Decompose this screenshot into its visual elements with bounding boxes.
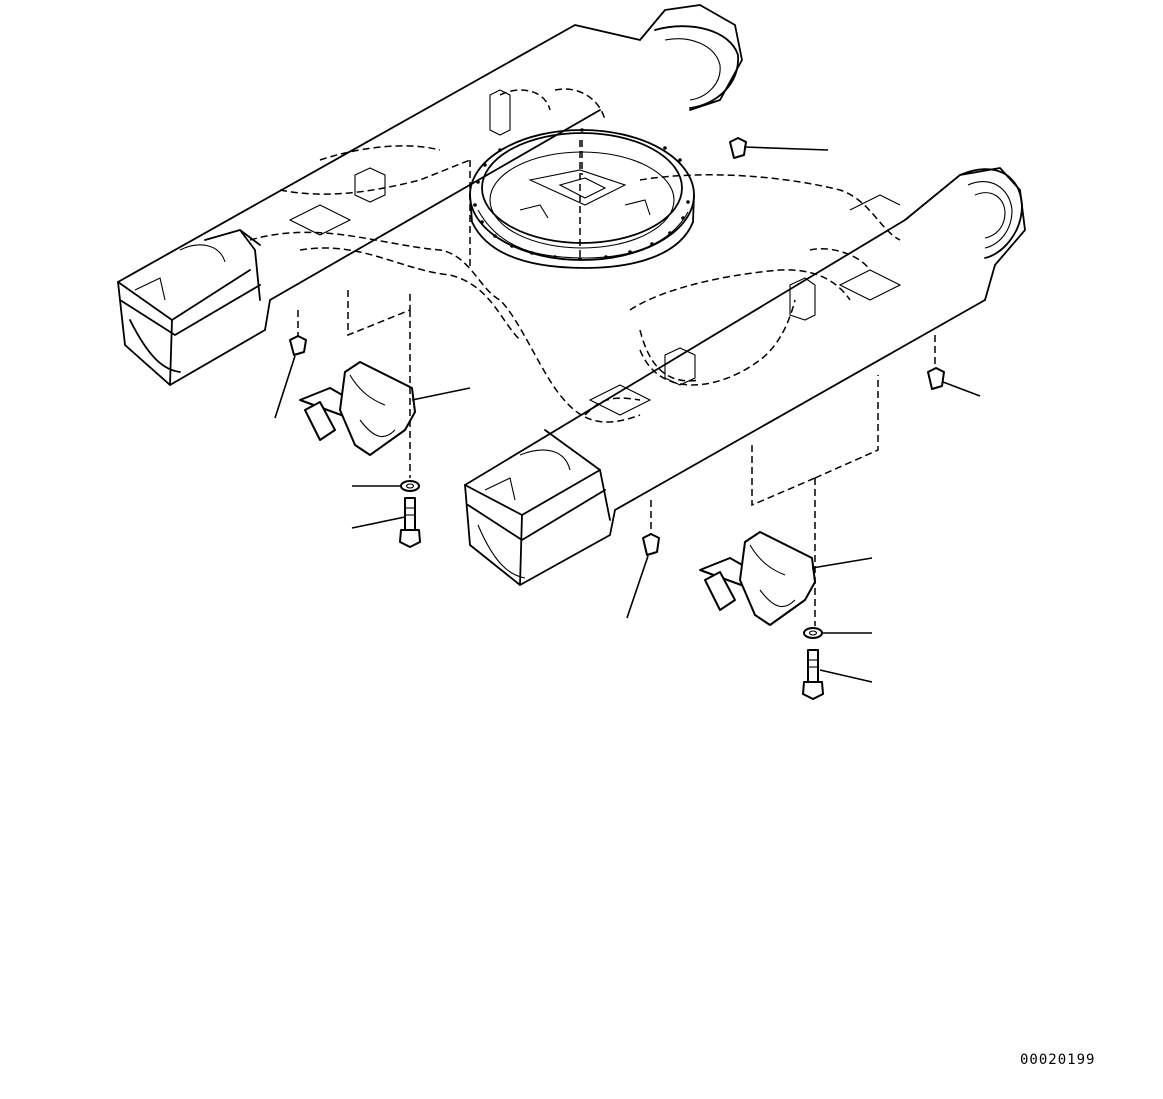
washer-right (803, 627, 872, 639)
bolt-left (351, 497, 421, 548)
plug-right (927, 335, 981, 397)
ring-bolt-holes (473, 128, 690, 261)
plug-left (274, 310, 307, 419)
track-guard-left (299, 290, 471, 478)
swing-circle-ring (469, 128, 695, 269)
washer-left (352, 480, 420, 492)
track-frame (117, 4, 1026, 586)
track-guard-right (699, 375, 879, 626)
bolt-right (802, 649, 873, 700)
plug-center (626, 500, 660, 619)
drawing-number-label: 00020199 (1020, 1052, 1096, 1068)
frame-brackets (288, 89, 902, 416)
plug-upper-right (729, 137, 829, 159)
